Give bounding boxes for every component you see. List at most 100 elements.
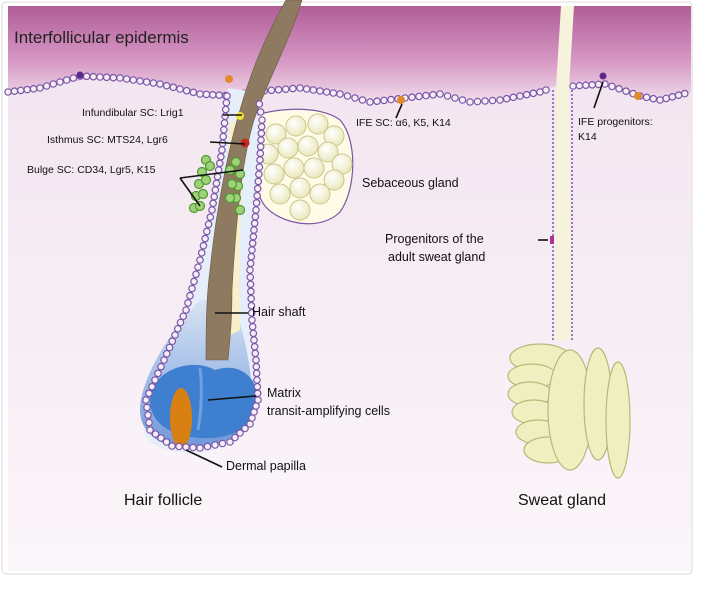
follicle-cell — [248, 239, 257, 248]
basal-cell — [451, 94, 459, 102]
follicle-cell — [256, 149, 265, 158]
follicle-cell — [256, 142, 265, 151]
basal-cell — [656, 96, 664, 104]
hair-shaft-label: Hair shaft — [252, 305, 306, 319]
basal-cell — [267, 86, 276, 95]
follicle-cell — [250, 219, 259, 228]
basal-cell — [42, 82, 51, 90]
follicle-cell — [203, 227, 211, 236]
basal-cell — [415, 92, 423, 101]
follicle-cell — [253, 382, 262, 391]
follicle-cell — [165, 343, 174, 352]
dermal-papilla — [170, 388, 192, 448]
follicle-cell — [188, 284, 196, 293]
follicle-cell — [208, 206, 216, 214]
follicle-cell — [247, 287, 255, 296]
follicle-cell — [179, 312, 188, 321]
ife-progenitor-marker-left — [76, 71, 84, 79]
basal-cell — [336, 90, 344, 98]
matrix-cells-label: transit-amplifying cells — [267, 404, 390, 418]
infundibular-sc-label: Infundibular SC: Lrig1 — [82, 107, 184, 119]
basal-cell — [443, 92, 452, 100]
basal-cell — [122, 75, 131, 83]
follicle-cell — [176, 318, 185, 327]
basal-cell — [436, 90, 444, 98]
basal-cell — [351, 94, 359, 102]
sebocyte-lobe — [283, 157, 305, 179]
sebocyte-lobe — [277, 137, 299, 159]
basal-cell — [429, 91, 437, 99]
follicle-cell — [201, 234, 209, 243]
sebaceous-gland-label: Sebaceous gland — [362, 176, 459, 190]
basal-cell — [302, 85, 311, 93]
bulge-cell — [224, 192, 236, 204]
basal-cell — [380, 96, 388, 105]
basal-cell — [4, 88, 12, 96]
follicle-cell — [247, 294, 255, 303]
basal-cell — [62, 76, 71, 84]
follicle-cell — [253, 376, 261, 384]
follicle-cell — [144, 411, 152, 419]
basal-cell — [109, 73, 118, 82]
basal-cell — [522, 90, 531, 99]
basal-cell — [343, 92, 352, 100]
follicle-cell — [186, 291, 194, 300]
follicle-cell — [226, 438, 234, 446]
basal-cell — [274, 85, 283, 94]
sebocyte-lobe — [297, 135, 319, 157]
basal-cell — [575, 81, 584, 90]
sebocyte-lobe — [285, 115, 307, 137]
bulge-cell — [197, 188, 209, 200]
follicle-cell — [248, 246, 256, 254]
epidermis-title: Interfollicular epidermis — [14, 28, 189, 47]
follicle-cell — [212, 179, 221, 188]
basal-cell — [674, 91, 683, 100]
follicle-cell — [250, 336, 258, 344]
basal-cell — [668, 93, 677, 101]
sebocyte-lobe — [303, 157, 325, 179]
follicle-cell — [246, 259, 255, 268]
sebocyte-lobe — [307, 113, 329, 135]
basal-cell — [422, 91, 430, 100]
follicle-cell — [203, 442, 212, 451]
follicle-cell — [252, 369, 261, 378]
follicle-cell — [254, 177, 263, 186]
follicle-cell — [246, 280, 255, 289]
follicle-cell — [257, 122, 266, 131]
basal-cell — [162, 81, 171, 90]
follicle-cell — [162, 438, 171, 446]
ife-sc-marker-right — [634, 92, 642, 100]
basal-cell — [102, 73, 111, 82]
infundibular-sc-marker — [236, 112, 244, 120]
follicle-cell — [215, 159, 224, 168]
follicle-cell — [154, 369, 162, 378]
follicle-cell — [222, 98, 231, 107]
follicle-cell — [248, 316, 256, 324]
follicle-cell — [249, 232, 258, 241]
basal-cell — [142, 78, 151, 86]
basal-cell — [373, 97, 381, 106]
follicle-cell — [257, 136, 265, 144]
follicle-cell — [221, 105, 230, 114]
dermis-background — [8, 6, 691, 571]
basal-cell — [196, 90, 204, 98]
follicle-cell — [168, 337, 177, 346]
basal-cell — [136, 77, 144, 85]
follicle-cell — [246, 266, 254, 274]
sweat-gland-label: Sweat gland — [518, 492, 607, 509]
sebocyte-lobe — [289, 177, 311, 199]
basal-cell — [36, 84, 44, 92]
bulge-cell — [226, 178, 238, 190]
follicle-cell — [252, 362, 261, 371]
basal-cell — [209, 91, 217, 99]
basal-cell — [49, 80, 58, 88]
follicle-cell — [253, 184, 262, 193]
basal-cell — [458, 96, 467, 104]
basal-cell — [202, 90, 211, 99]
bulge-cell — [234, 168, 246, 180]
follicle-cell — [255, 100, 264, 108]
follicle-cell — [160, 356, 168, 364]
basal-cell — [387, 95, 395, 104]
follicle-cell — [209, 199, 217, 208]
